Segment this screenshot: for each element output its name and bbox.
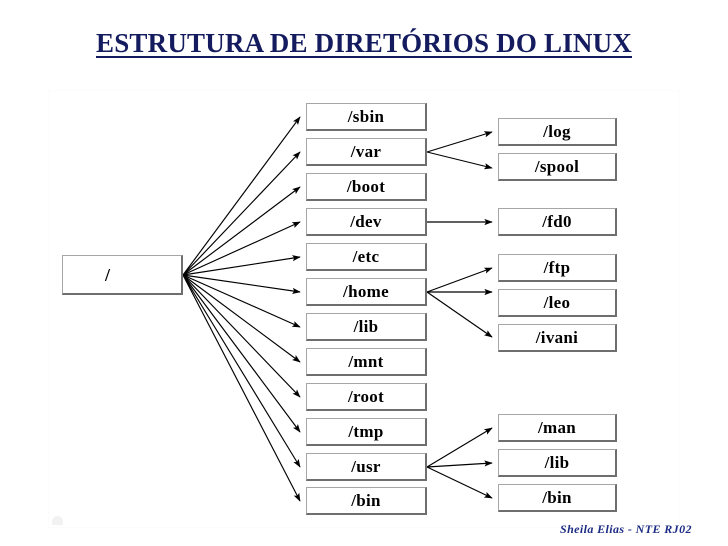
tree-node-label: /lib bbox=[353, 317, 379, 336]
page-title: ESTRUTURA DE DIRETÓRIOS DO LINUX bbox=[95, 28, 632, 58]
tree-node-label: /home bbox=[343, 282, 389, 301]
tree-node-etc[interactable]: /etc bbox=[306, 243, 427, 271]
tree-node-home-ftp[interactable]: /ftp bbox=[498, 254, 617, 282]
frame-corner-mark bbox=[52, 516, 63, 525]
tree-node-label: /dev bbox=[350, 212, 382, 231]
tree-node-label: /log bbox=[543, 122, 571, 141]
tree-node-label: /fd0 bbox=[542, 212, 572, 231]
tree-node-sbin[interactable]: /sbin bbox=[306, 103, 427, 131]
tree-node-root-dir[interactable]: /root bbox=[306, 383, 427, 411]
tree-node-usr[interactable]: /usr bbox=[306, 453, 427, 481]
tree-node-label: /bin bbox=[351, 491, 381, 510]
tree-node-label: /tmp bbox=[348, 422, 384, 441]
tree-node-label: /leo bbox=[543, 293, 571, 312]
tree-node-label: /usr bbox=[351, 457, 381, 476]
tree-node-usr-lib[interactable]: /lib bbox=[498, 449, 617, 477]
tree-node-mnt[interactable]: /mnt bbox=[306, 348, 427, 376]
tree-node-tmp[interactable]: /tmp bbox=[306, 418, 427, 446]
tree-node-var-log[interactable]: /log bbox=[498, 118, 617, 146]
tree-node-label: / bbox=[105, 264, 111, 285]
tree-node-label: /var bbox=[350, 142, 382, 161]
tree-node-label: /sbin bbox=[347, 107, 385, 126]
tree-node-label: /etc bbox=[352, 247, 380, 266]
tree-node-label: /man bbox=[537, 418, 577, 437]
tree-node-home[interactable]: /home bbox=[306, 278, 427, 306]
tree-node-boot[interactable]: /boot bbox=[306, 173, 427, 201]
tree-node-dev-fd0[interactable]: /fd0 bbox=[498, 208, 617, 236]
tree-node-lib[interactable]: /lib bbox=[306, 313, 427, 341]
tree-node-label: /ivani bbox=[535, 328, 579, 347]
tree-node-label: /spool bbox=[534, 157, 580, 176]
author-signature: Sheila Elias - NTE RJ02 bbox=[560, 522, 692, 536]
tree-node-label: /ftp bbox=[543, 258, 571, 277]
tree-node-label: /lib bbox=[544, 453, 570, 472]
tree-node-label: /bin bbox=[542, 488, 572, 507]
tree-node-usr-bin[interactable]: /bin bbox=[498, 484, 617, 512]
tree-node-label: /root bbox=[347, 387, 385, 406]
tree-node-home-leo[interactable]: /leo bbox=[498, 289, 617, 317]
tree-node-label: /mnt bbox=[348, 352, 384, 371]
tree-node-dev[interactable]: /dev bbox=[306, 208, 427, 236]
tree-node-var-spool[interactable]: /spool bbox=[498, 153, 617, 181]
tree-node-label: /boot bbox=[346, 177, 386, 196]
content-frame bbox=[48, 90, 680, 528]
tree-node-bin[interactable]: /bin bbox=[306, 487, 427, 515]
tree-node-var[interactable]: /var bbox=[306, 138, 427, 166]
tree-node-home-ivani[interactable]: /ivani bbox=[498, 324, 617, 352]
tree-node-root[interactable]: / bbox=[62, 255, 183, 295]
tree-node-usr-man[interactable]: /man bbox=[498, 414, 617, 442]
